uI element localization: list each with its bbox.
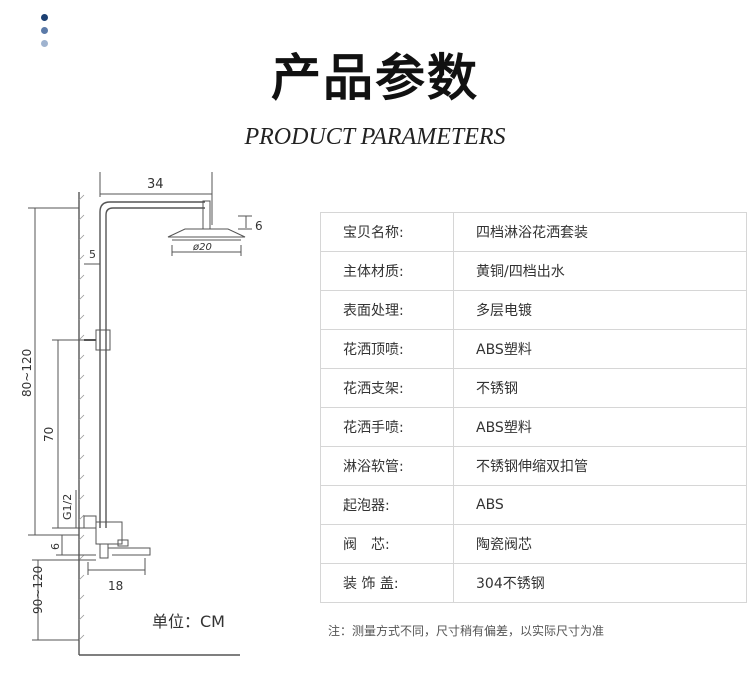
param-value: 陶瓷阀芯: [453, 524, 747, 564]
dim-head-diameter: ø20: [192, 242, 212, 253]
table-row: 宝贝名称:四档淋浴花洒套装: [320, 212, 747, 252]
param-key: 花洒手喷:: [320, 407, 454, 447]
param-value: 黄铜/四档出水: [453, 251, 747, 291]
param-key: 阀 芯:: [320, 524, 454, 564]
page-title: 产品参数: [271, 49, 479, 107]
decorative-dots: [41, 14, 48, 53]
param-key: 主体材质:: [320, 251, 454, 291]
dim-thread: G1/2: [61, 494, 74, 520]
table-row: 装 饰 盖:304不锈钢: [320, 563, 747, 603]
dim-spout-length: 18: [108, 579, 123, 593]
param-key: 宝贝名称:: [320, 212, 454, 252]
dot: [41, 14, 48, 21]
dot: [41, 40, 48, 47]
table-row: 花洒手喷:ABS塑料: [320, 407, 747, 447]
param-value: ABS塑料: [453, 329, 747, 369]
dim-bottom-height: 90~120: [31, 566, 45, 614]
table-row: 起泡器:ABS: [320, 485, 747, 525]
table-row: 表面处理:多层电镀: [320, 290, 747, 330]
shower-dimension-diagram: 34 6 ø20 5 80~120 70 G1/2 6 90~120 18: [20, 172, 263, 656]
param-key: 花洒支架:: [320, 368, 454, 408]
param-value: 不锈钢: [453, 368, 747, 408]
param-value: 多层电镀: [453, 290, 747, 330]
param-value: ABS塑料: [453, 407, 747, 447]
param-value: 304不锈钢: [453, 563, 747, 603]
param-key: 起泡器:: [320, 485, 454, 525]
page-subtitle: PRODUCT PARAMETERS: [244, 124, 506, 150]
dim-head-height: 6: [255, 219, 263, 233]
param-key: 表面处理:: [320, 290, 454, 330]
dim-top-width: 34: [147, 177, 164, 192]
unit-label: 单位：CM: [152, 612, 225, 631]
table-row: 花洒支架:不锈钢: [320, 368, 747, 408]
param-key: 花洒顶喷:: [320, 329, 454, 369]
table-row: 阀 芯:陶瓷阀芯: [320, 524, 747, 564]
table-row: 淋浴软管:不锈钢伸缩双扣管: [320, 446, 747, 486]
table-row: 花洒顶喷:ABS塑料: [320, 329, 747, 369]
measurement-note: 注：测量方式不同，尺寸稍有偏差，以实际尺寸为准: [328, 624, 605, 638]
table-row: 主体材质:黄铜/四档出水: [320, 251, 747, 291]
parameter-table: 宝贝名称:四档淋浴花洒套装主体材质:黄铜/四档出水表面处理:多层电镀花洒顶喷:A…: [320, 212, 747, 603]
dot: [41, 27, 48, 34]
dim-spout-height: 6: [49, 543, 62, 550]
dim-bracket-height: 70: [42, 427, 56, 442]
param-value: 不锈钢伸缩双扣管: [453, 446, 747, 486]
param-value: 四档淋浴花洒套装: [453, 212, 747, 252]
param-key: 装 饰 盖:: [320, 563, 454, 603]
dim-wall-gap: 5: [89, 248, 96, 261]
param-value: ABS: [453, 485, 747, 525]
dim-total-height: 80~120: [20, 349, 34, 397]
param-key: 淋浴软管:: [320, 446, 454, 486]
